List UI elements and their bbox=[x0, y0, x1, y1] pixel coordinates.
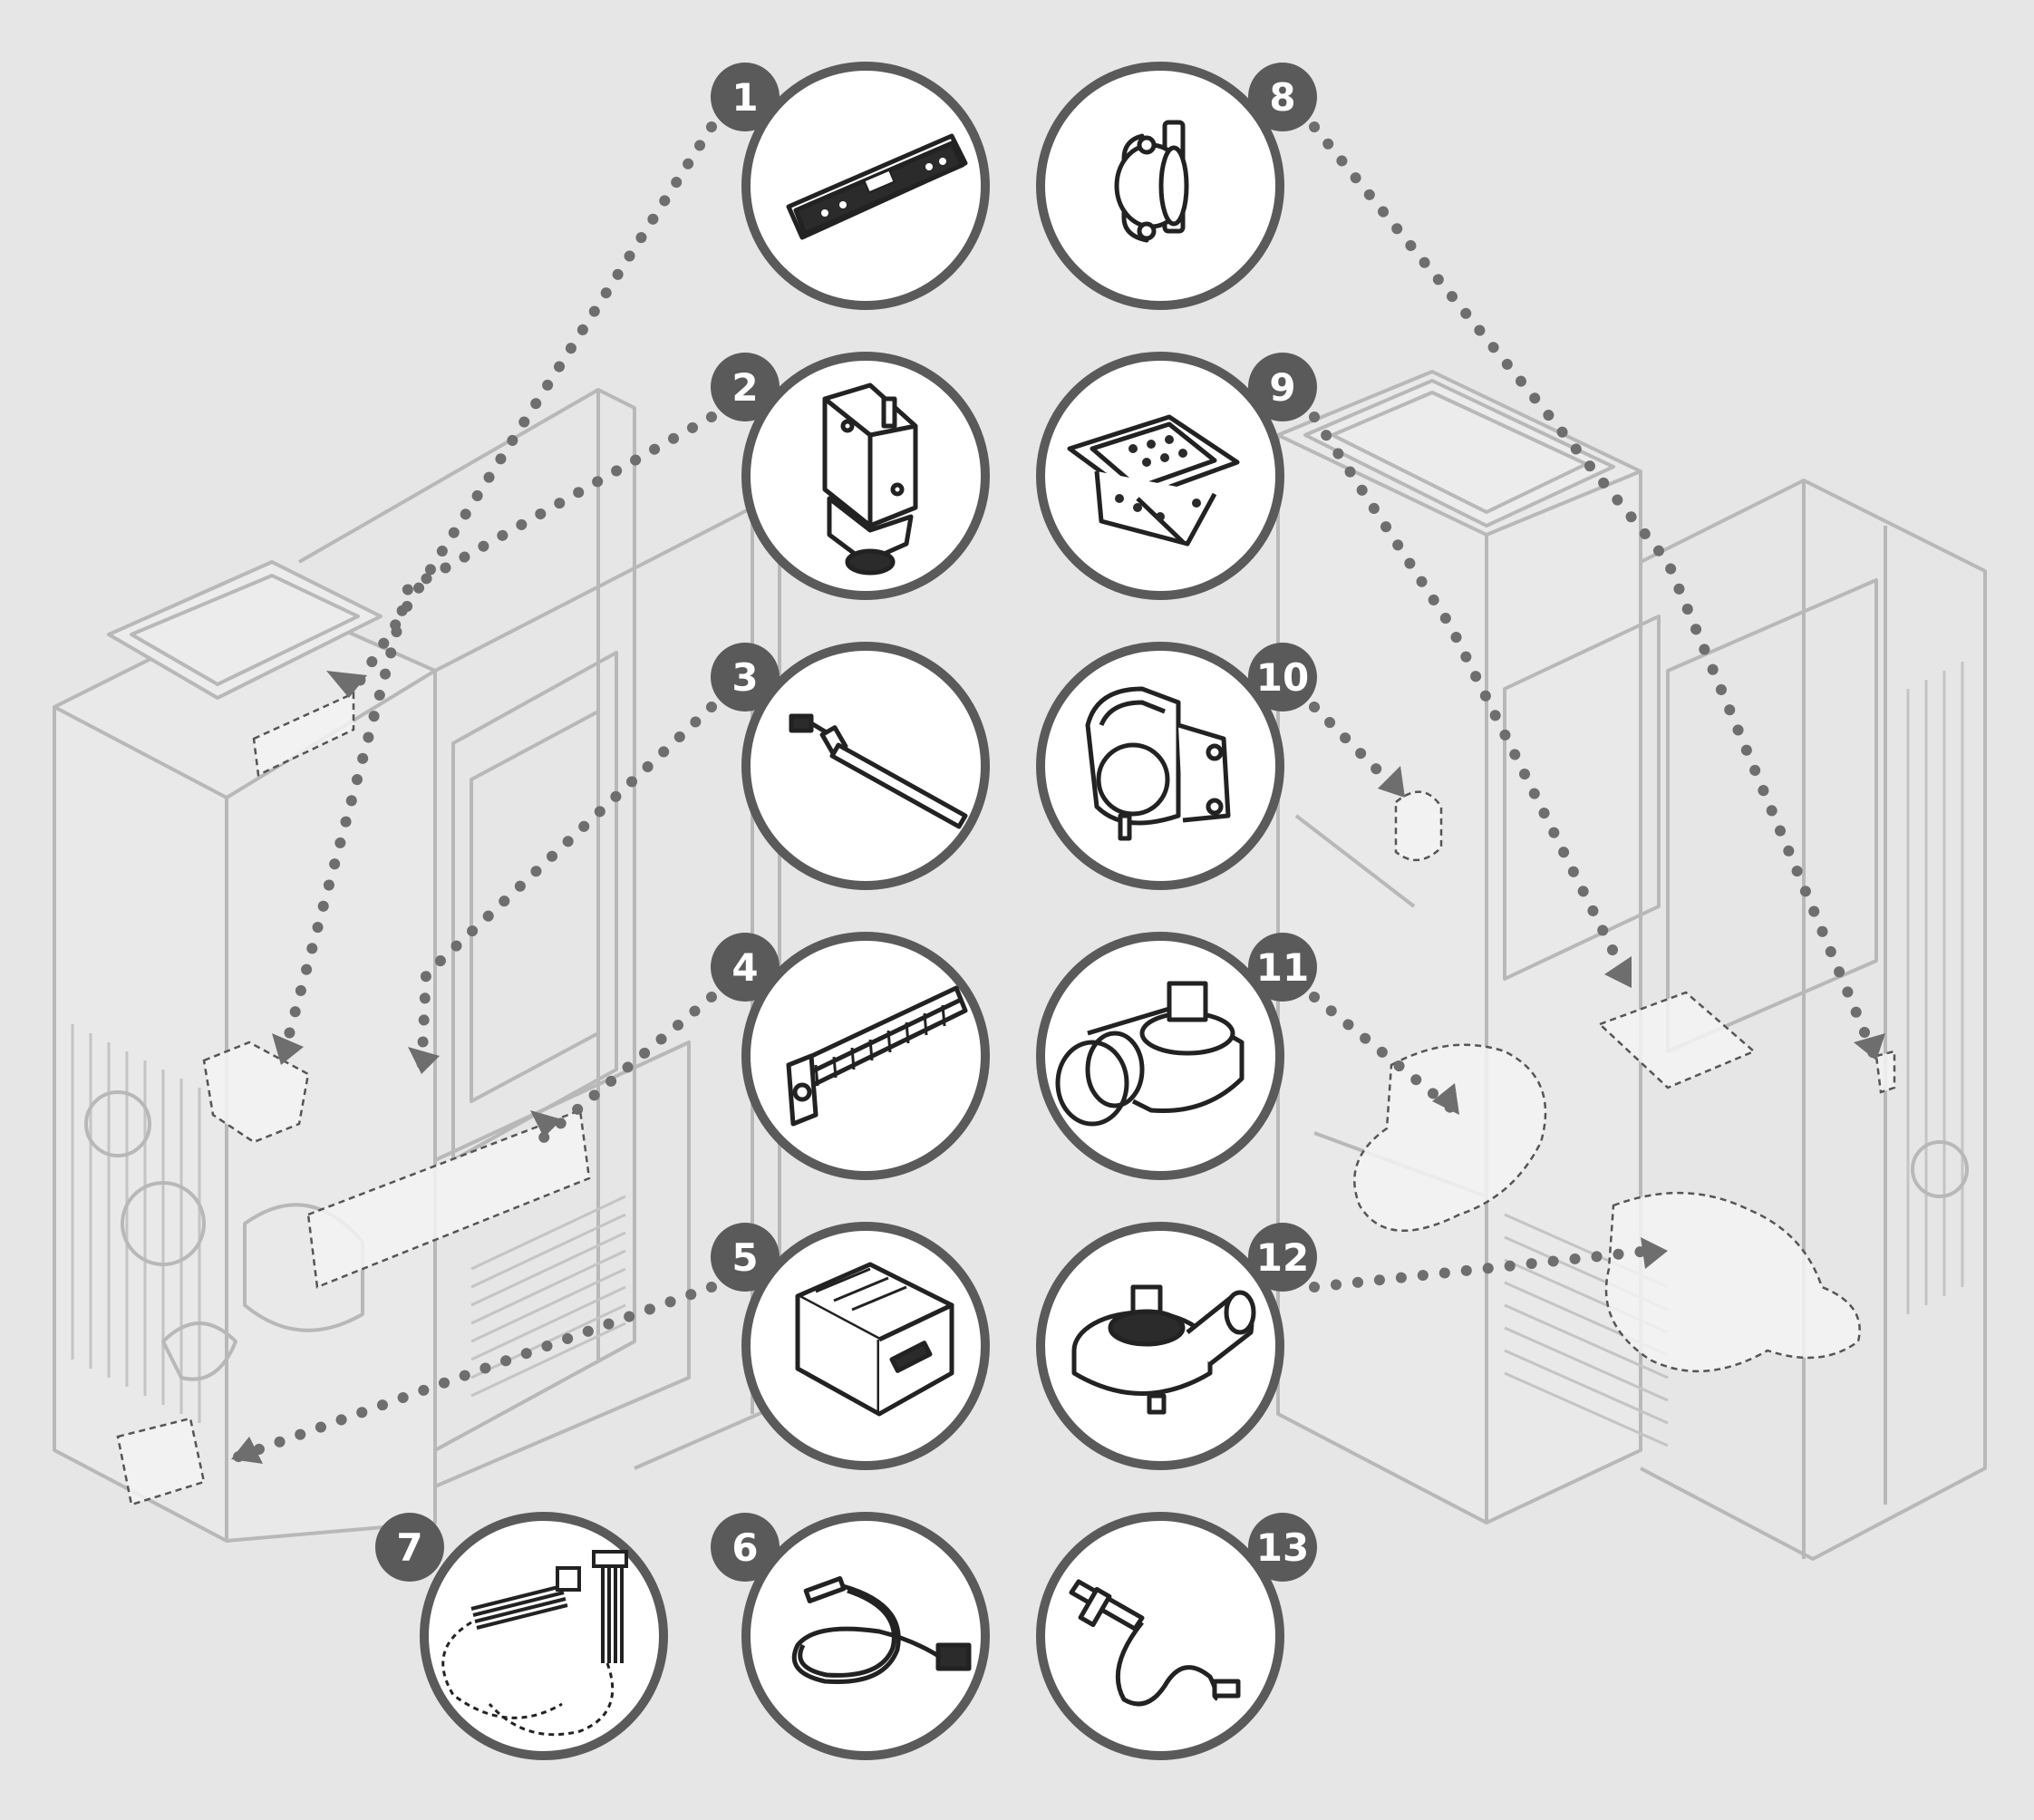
badge-5-number: 5 bbox=[731, 1235, 758, 1280]
callout-10: 10 bbox=[1036, 642, 1317, 890]
badge-10 bbox=[1248, 643, 1317, 712]
badge-8-number: 8 bbox=[1269, 75, 1295, 120]
callout-11: 11 bbox=[1036, 932, 1317, 1180]
badge-5 bbox=[711, 1223, 780, 1292]
safety-thermostat-icon bbox=[1114, 120, 1189, 243]
badge-13 bbox=[1248, 1513, 1317, 1582]
left-stove-chassis bbox=[53, 388, 781, 1543]
gear-motor-icon bbox=[822, 382, 918, 576]
callout-1: 1 bbox=[711, 62, 990, 310]
badge-3-number: 3 bbox=[731, 655, 758, 700]
callout-9: 9 bbox=[1036, 352, 1317, 600]
badge-2-number: 2 bbox=[731, 365, 758, 410]
badge-6-number: 6 bbox=[731, 1525, 758, 1570]
callout-8: 8 bbox=[1036, 62, 1317, 310]
left-highlight-zones bbox=[116, 692, 591, 1506]
badge-13-number: 13 bbox=[1256, 1525, 1309, 1570]
burn-pot-icon bbox=[1067, 414, 1240, 547]
control-panel-icon bbox=[786, 133, 968, 240]
pressure-switch-icon bbox=[1085, 686, 1231, 841]
callout-3: 3 bbox=[711, 642, 990, 890]
badge-12-number: 12 bbox=[1256, 1235, 1309, 1280]
badge-9 bbox=[1248, 353, 1317, 421]
badge-2 bbox=[711, 353, 780, 421]
badge-9-number: 9 bbox=[1269, 365, 1295, 410]
callout-ring bbox=[1036, 1512, 1284, 1760]
badge-6 bbox=[711, 1513, 780, 1582]
callout-12: 12 bbox=[1036, 1222, 1317, 1470]
leader-arrowheads bbox=[231, 671, 1885, 1464]
exhaust-blower-icon bbox=[1071, 1284, 1256, 1415]
control-board-icon bbox=[795, 1262, 954, 1417]
leader-lines bbox=[226, 121, 1882, 1465]
badge-12 bbox=[1248, 1223, 1317, 1292]
badge-7-number: 7 bbox=[396, 1525, 422, 1570]
temperature-probe-icon bbox=[789, 713, 968, 829]
exhaust-fan-icon bbox=[1055, 981, 1245, 1127]
badge-1-number: 1 bbox=[731, 75, 758, 120]
right-highlight-zones bbox=[1353, 790, 1896, 1373]
callout-6: 6 bbox=[711, 1512, 990, 1760]
callout-2: 2 bbox=[711, 352, 990, 600]
badge-8 bbox=[1248, 63, 1317, 131]
callout-13: 13 bbox=[1036, 1512, 1317, 1760]
right-stove-chassis bbox=[1276, 370, 1987, 1561]
badge-7 bbox=[375, 1513, 444, 1582]
tangential-fan-icon bbox=[786, 985, 968, 1127]
sensor-cable-icon bbox=[791, 1576, 972, 1685]
badge-1 bbox=[711, 63, 780, 131]
callout-7: 7 bbox=[375, 1512, 668, 1760]
badge-11 bbox=[1248, 933, 1317, 1002]
callout-5: 5 bbox=[711, 1222, 990, 1470]
badge-4 bbox=[711, 933, 780, 1002]
badge-4-number: 4 bbox=[731, 945, 758, 990]
badge-3 bbox=[711, 643, 780, 712]
callout-4: 4 bbox=[711, 932, 990, 1180]
igniter-icon bbox=[1069, 1579, 1241, 1707]
callout-ring bbox=[741, 1512, 990, 1760]
ribbon-cable-icon bbox=[441, 1550, 628, 1737]
badge-10-number: 10 bbox=[1256, 655, 1309, 700]
badge-11-number: 11 bbox=[1256, 945, 1309, 990]
